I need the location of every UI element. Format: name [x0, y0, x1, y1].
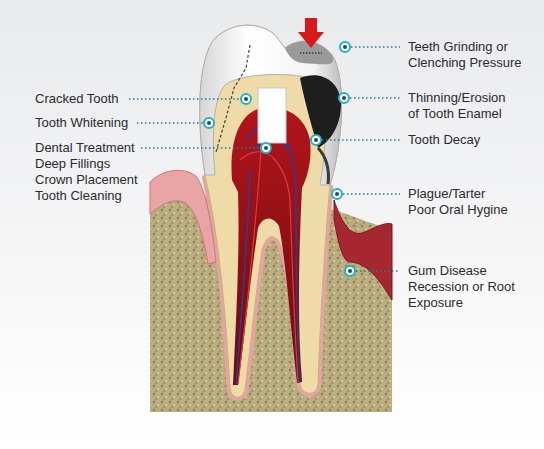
- callout-label: Teeth Grinding or Clenching Pressure: [408, 39, 528, 71]
- callout-label: Tooth Decay: [408, 132, 528, 148]
- callout-label: Tooth Whitening: [35, 115, 145, 131]
- callout-label: Dental Treatment Deep Fillings Crown Pla…: [35, 140, 143, 204]
- callout-label: Plague/Tarter Poor Oral Hygine: [408, 186, 514, 218]
- callout-label: Thinning/Erosion of Tooth Enamel: [408, 90, 514, 122]
- callout-label: Cracked Tooth: [35, 91, 145, 107]
- callout-label: Gum Disease Recession or Root Exposure: [408, 263, 520, 311]
